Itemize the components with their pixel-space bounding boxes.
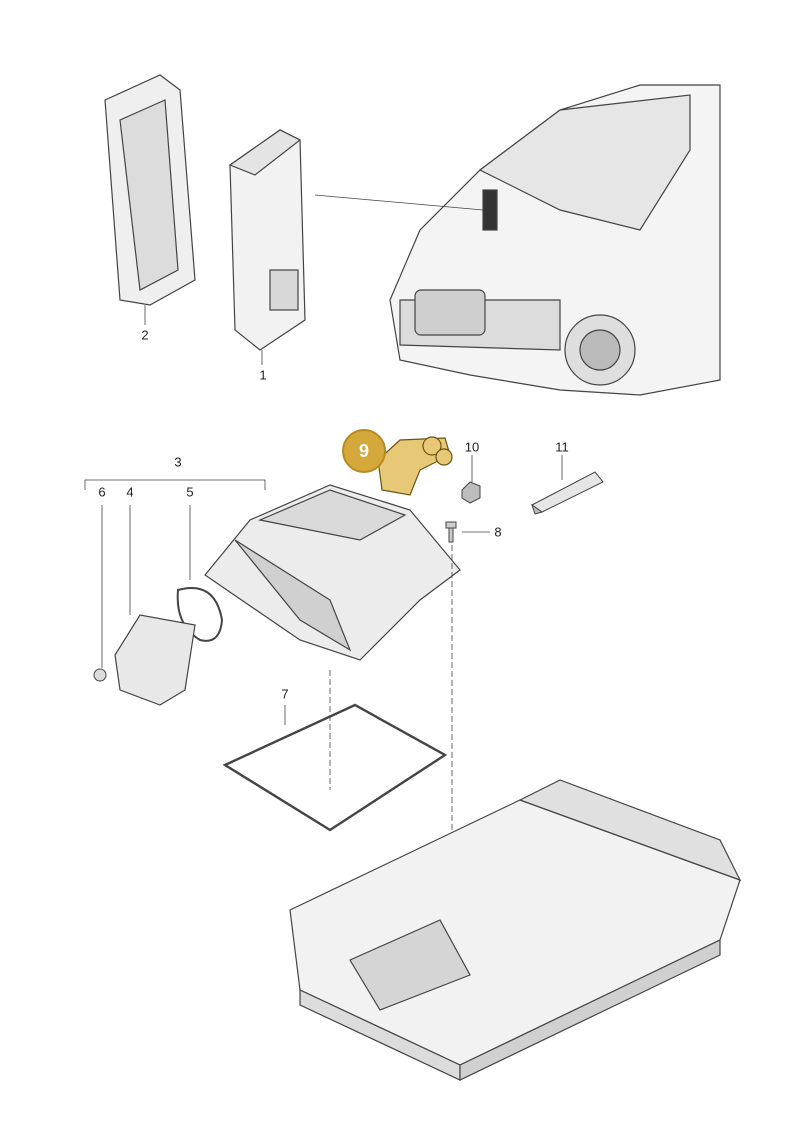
part-8-bolt	[445, 521, 457, 543]
callout-10: 10	[464, 439, 480, 455]
part-9-highlighted-connector	[377, 436, 453, 496]
callout-3: 3	[174, 454, 182, 470]
callout-2: 2	[141, 327, 149, 343]
part-7-seal	[222, 703, 448, 832]
callout-5: 5	[186, 484, 194, 500]
part-10-nut	[461, 481, 481, 504]
part-6-screw	[93, 668, 107, 682]
part-2-bracket	[104, 74, 196, 306]
callout-11: 11	[555, 439, 569, 455]
part-3-housing	[204, 484, 461, 661]
callout-6: 6	[98, 484, 106, 500]
callout-1: 1	[259, 367, 267, 383]
leader-car	[314, 194, 484, 211]
callout-8: 8	[494, 524, 502, 540]
group-bracket-3	[84, 479, 266, 490]
part-5-gasket	[176, 587, 224, 642]
callout-7: 7	[281, 686, 289, 702]
part-11-tube	[531, 471, 604, 515]
part-4-connector	[114, 614, 196, 706]
highlight-badge-9: 9	[342, 429, 386, 473]
callout-4: 4	[126, 484, 134, 500]
part-1-control-unit	[228, 129, 306, 351]
car-front-illustration	[389, 84, 721, 396]
battery-tray-illustration	[289, 779, 742, 1081]
